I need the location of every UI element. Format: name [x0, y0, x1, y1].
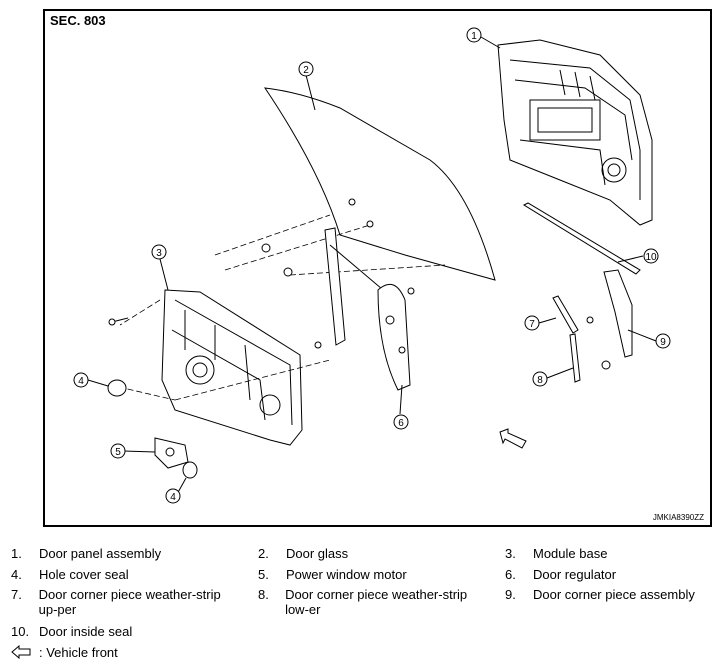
- svg-text:7: 7: [529, 319, 535, 330]
- door-corner-piece-assembly-part: [603, 269, 633, 358]
- legend-item: 2.Door glass: [258, 546, 349, 561]
- svg-text:8: 8: [537, 375, 543, 386]
- callout-7: 7: [524, 315, 540, 331]
- leader-lines: [87, 36, 657, 497]
- section-label: SEC. 803: [50, 13, 106, 28]
- legend-item: 9.Door corner piece assembly: [505, 587, 695, 602]
- svg-text:9: 9: [660, 337, 666, 348]
- hole-cover-seal-part: [182, 461, 198, 479]
- door-inside-seal-part: [522, 202, 641, 275]
- callout-10: 10: [643, 248, 659, 264]
- callout-5: 5: [110, 443, 126, 459]
- svg-text:6: 6: [398, 418, 404, 429]
- legend-item: 7.Door corner piece weather-strip up-per: [11, 587, 221, 617]
- callout-2: 2: [298, 61, 314, 77]
- bolt-fasteners: [108, 198, 611, 370]
- legend-item: 10.Door inside seal: [11, 624, 133, 639]
- door-panel-assembly-part: [497, 39, 653, 226]
- weather-strip-lower-part: [569, 333, 581, 383]
- module-base-part: [161, 289, 303, 446]
- svg-text:2: 2: [303, 65, 309, 76]
- legend-item: 5.Power window motor: [258, 567, 407, 582]
- door-glass-part: [263, 87, 496, 281]
- drawing-code: JMKIA8390ZZ: [652, 513, 704, 522]
- legend-item: 1.Door panel assembly: [11, 546, 162, 561]
- vehicle-front-arrow-icon: [499, 428, 527, 449]
- weather-strip-upper-part: [552, 295, 579, 334]
- callout-9: 9: [655, 333, 671, 349]
- svg-text:4: 4: [78, 376, 84, 387]
- callout-6: 6: [393, 414, 409, 430]
- legend-item: 8.Door corner piece weather-strip low-er: [258, 587, 468, 617]
- arrow-left-outline-icon: [11, 644, 39, 662]
- legend-item: 3.Module base: [505, 546, 608, 561]
- legend-item: 6.Door regulator: [505, 567, 617, 582]
- callout-8: 8: [532, 371, 548, 387]
- power-window-motor-part: [154, 437, 189, 469]
- svg-text:4: 4: [170, 492, 176, 503]
- legend-vehicle-front: : Vehicle front: [11, 644, 118, 662]
- callout-3: 3: [151, 244, 167, 260]
- svg-text:3: 3: [156, 248, 162, 259]
- callout-4b: 4: [165, 488, 181, 504]
- callout-4a: 4: [73, 372, 89, 388]
- svg-text:5: 5: [115, 447, 121, 458]
- svg-text:1: 1: [471, 31, 477, 42]
- callout-1: 1: [466, 27, 482, 43]
- legend-item: 4.Hole cover seal: [11, 567, 129, 582]
- svg-text:10: 10: [645, 252, 657, 263]
- hole-cover-seal-part: [107, 379, 127, 397]
- door-regulator-part: [324, 227, 411, 391]
